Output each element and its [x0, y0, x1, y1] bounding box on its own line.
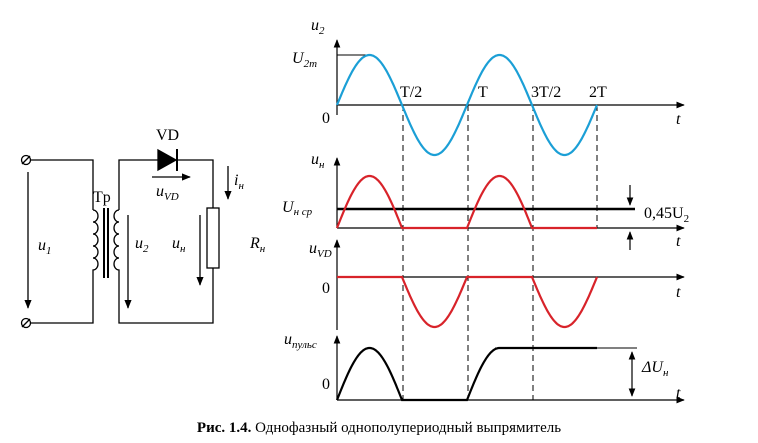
- u1-label: u1: [38, 237, 52, 257]
- primary-coil: [92, 209, 99, 275]
- p4-y-label: uпульс: [284, 331, 317, 351]
- secondary-wire-top: [118, 159, 158, 210]
- diode-label: VD: [156, 127, 179, 144]
- uvd-label: uVD: [156, 183, 179, 203]
- primary-wire-top: [30, 159, 94, 210]
- un-rectified-wave: [335, 174, 597, 230]
- u2-sine-wave: [335, 53, 599, 157]
- circuit-schematic: [20, 148, 232, 329]
- input-terminal-bottom: [20, 317, 32, 329]
- uvd-diode-wave: [337, 275, 599, 329]
- tick-three-half-period: 3T/2: [531, 84, 561, 101]
- tick-two-period: 2T: [589, 84, 607, 101]
- u2-label: u2: [135, 235, 149, 255]
- load-resistor: [206, 207, 220, 269]
- p1-amp-label: U2m: [292, 50, 317, 70]
- p2-avg-label: Uн ср: [282, 199, 313, 218]
- resistor-label: Rн: [249, 235, 266, 255]
- p3-y-label: uVD: [309, 240, 332, 260]
- p3-x-label: t: [676, 284, 681, 301]
- p3-zero-label: 0: [322, 280, 330, 297]
- p2-avg-value: 0,45U2: [644, 205, 689, 225]
- p4-zero-label: 0: [322, 376, 330, 393]
- upuls-ripple-wave: [335, 346, 597, 402]
- figure-title: Однофазный однополупериодный выпрямитель: [255, 420, 562, 436]
- figure-number: Рис. 1.4.: [196, 420, 252, 436]
- p1-x-label: t: [676, 111, 681, 128]
- transformer-label: Tp: [93, 189, 111, 206]
- period-guides: [402, 105, 598, 400]
- un-label: uн: [172, 235, 186, 255]
- plot-axes: [333, 39, 685, 404]
- p1-y-label: u2: [311, 17, 325, 37]
- input-terminal-top: [20, 154, 32, 166]
- in-label: iн: [234, 172, 244, 192]
- p2-y-label: uн: [311, 151, 325, 171]
- secondary-wire-bottom: [118, 275, 214, 324]
- tick-half-period: T/2: [400, 84, 422, 101]
- secondary-coil: [113, 209, 120, 275]
- diode-symbol: [157, 148, 214, 208]
- p4-x-label: t: [676, 385, 681, 402]
- p2-x-label: t: [676, 233, 681, 250]
- primary-wire-bottom: [30, 275, 94, 324]
- figure-caption: Рис. 1.4. Однофазный однополупериодный в…: [0, 420, 758, 437]
- p1-zero-label: 0: [322, 110, 330, 127]
- tick-period: T: [478, 84, 488, 101]
- p4-ripple-label: ΔUн: [641, 359, 669, 379]
